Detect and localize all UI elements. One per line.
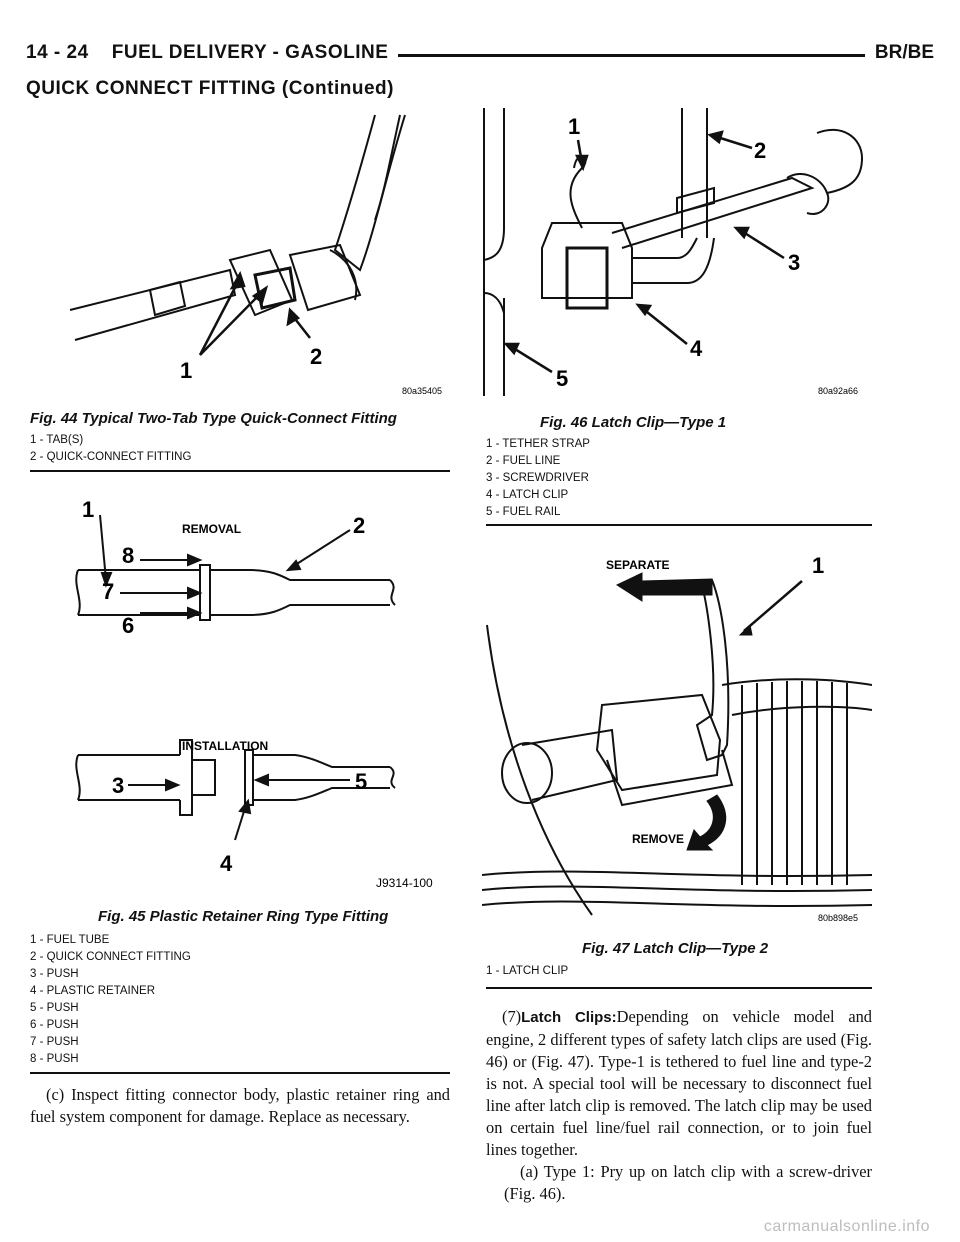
fig45-illustration: 1 2 8 7 6 3 5 4 REMOVAL INSTALLATION J93…	[60, 495, 450, 895]
fig45-legend: 1 - FUEL TUBE 2 - QUICK CONNECT FITTING …	[30, 932, 191, 1068]
header-model: BR/BE	[864, 42, 934, 64]
fig45-callout-4: 4	[220, 851, 233, 876]
legend-item: 8 - PUSH	[30, 1053, 79, 1065]
fig46-callout-3: 3	[788, 250, 800, 275]
watermark: carmanualsonline.info	[763, 1218, 930, 1235]
legend-item: 4 - PLASTIC RETAINER	[30, 985, 156, 997]
fig47-legend: 1 - LATCH CLIP	[486, 963, 568, 980]
fig44-callout-2: 2	[310, 344, 322, 369]
fig46-callout-1: 1	[568, 114, 580, 139]
legend-item: 1 - FUEL TUBE	[30, 934, 110, 946]
fig44-callout-1: 1	[180, 358, 192, 383]
fig44-legend: 1 - TAB(S) 2 - QUICK-CONNECT FITTING	[30, 432, 191, 466]
fig44-caption: Fig. 44 Typical Two-Tab Type Quick-Conne…	[30, 410, 397, 427]
fig46-caption: Fig. 46 Latch Clip—Type 1	[540, 414, 727, 431]
fig46-illustration: 1 2 3 4 5 80a92a66	[482, 108, 872, 398]
left-column-text: (c) Inspect fitting connector body, plas…	[30, 1084, 450, 1128]
fig45-callout-3: 3	[112, 773, 124, 798]
fig47-remove-label: REMOVE	[632, 832, 684, 846]
fig47-code: 80b898e5	[818, 913, 858, 923]
step-c-paragraph: (c) Inspect fitting connector body, plas…	[30, 1085, 450, 1126]
fig47-callout-1: 1	[812, 553, 824, 578]
fig46-rule	[486, 524, 872, 526]
fig46-callout-5: 5	[556, 366, 568, 391]
fig45-removal-label: REMOVAL	[182, 522, 241, 536]
fig46-code: 80a92a66	[818, 386, 858, 396]
fig44-code: 80a35405	[402, 386, 442, 396]
header-page-title: 14 - 24 FUEL DELIVERY - GASOLINE	[26, 42, 399, 64]
fig44-illustration: 1 2 80a35405	[30, 110, 450, 400]
latch-clips-paragraph: (7)Latch Clips:Depending on vehicle mode…	[486, 1006, 872, 1161]
legend-item: 3 - PUSH	[30, 968, 79, 980]
fig47-illustration: 1 SEPARATE REMOVE 80b898e5	[482, 545, 872, 925]
fig45-callout-7: 7	[102, 579, 114, 604]
legend-item: 1 - TAB(S)	[30, 434, 84, 446]
latch-clips-heading: Latch Clips:	[521, 1009, 617, 1026]
legend-item: 1 - TETHER STRAP	[486, 438, 590, 450]
latch-clips-text: Depending on vehicle model and engine, 2…	[486, 1007, 872, 1159]
type1-step-paragraph: (a) Type 1: Pry up on latch clip with a …	[504, 1162, 872, 1203]
fig45-code: J9314-100	[376, 876, 433, 890]
fig45-callout-6: 6	[122, 613, 134, 638]
legend-item: 3 - SCREWDRIVER	[486, 472, 589, 484]
fig45-caption: Fig. 45 Plastic Retainer Ring Type Fitti…	[98, 908, 389, 925]
legend-item: 5 - FUEL RAIL	[486, 506, 561, 518]
header-rule	[26, 54, 934, 57]
fig47-rule	[486, 987, 872, 989]
fig45-callout-5: 5	[355, 769, 367, 794]
fig44-rule	[30, 470, 450, 472]
right-column-text: (7)Latch Clips:Depending on vehicle mode…	[486, 1006, 872, 1205]
fig46-legend: 1 - TETHER STRAP 2 - FUEL LINE 3 - SCREW…	[486, 436, 590, 521]
fig45-callout-8: 8	[122, 543, 134, 568]
fig47-separate-label: SEPARATE	[606, 558, 670, 572]
fig45-installation-label: INSTALLATION	[182, 739, 268, 753]
fig45-callout-2: 2	[353, 513, 365, 538]
legend-item: 2 - QUICK CONNECT FITTING	[30, 951, 191, 963]
legend-item: 2 - FUEL LINE	[486, 455, 561, 467]
step-number: (7)	[502, 1007, 522, 1026]
fig45-rule	[30, 1072, 450, 1074]
legend-item: 5 - PUSH	[30, 1002, 79, 1014]
fig46-callout-2: 2	[754, 138, 766, 163]
fig46-callout-4: 4	[690, 336, 703, 361]
fig47-caption: Fig. 47 Latch Clip—Type 2	[582, 940, 769, 957]
legend-item: 1 - LATCH CLIP	[486, 965, 569, 977]
legend-item: 6 - PUSH	[30, 1019, 79, 1031]
fig45-callout-1: 1	[82, 497, 94, 522]
page-header: 14 - 24 FUEL DELIVERY - GASOLINE BR/BE	[26, 38, 934, 68]
legend-item: 2 - QUICK-CONNECT FITTING	[30, 451, 192, 463]
section-title: QUICK CONNECT FITTING (Continued)	[26, 78, 394, 99]
legend-item: 4 - LATCH CLIP	[486, 489, 569, 501]
legend-item: 7 - PUSH	[30, 1036, 79, 1048]
